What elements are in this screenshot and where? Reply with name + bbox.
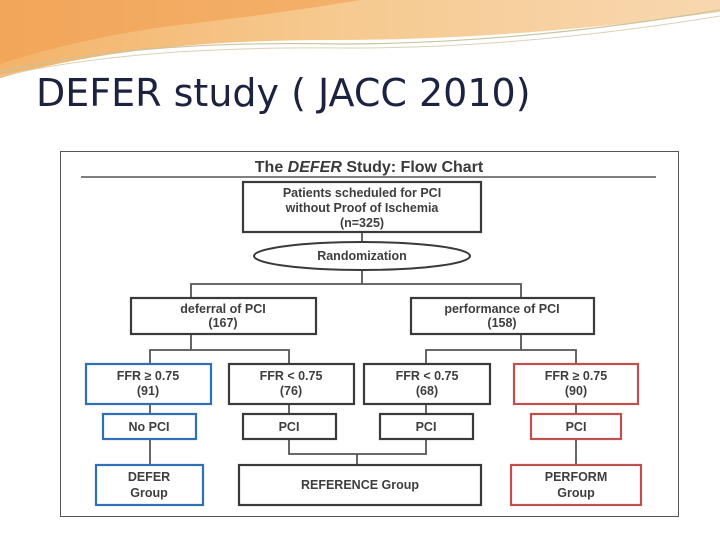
svg-text:without Proof of Ischemia: without Proof of Ischemia bbox=[285, 201, 440, 215]
svg-text:(167): (167) bbox=[208, 316, 237, 330]
svg-text:Randomization: Randomization bbox=[317, 249, 407, 263]
svg-text:FFR ≥ 0.75: FFR ≥ 0.75 bbox=[545, 369, 607, 383]
svg-text:Patients scheduled for PCI: Patients scheduled for PCI bbox=[283, 186, 441, 200]
ffr-box-performance-low: FFR < 0.75 (68) bbox=[362, 362, 492, 406]
svg-text:Group: Group bbox=[557, 486, 595, 500]
svg-text:(90): (90) bbox=[565, 384, 587, 398]
randomization-node: Randomization bbox=[253, 241, 471, 271]
treatment-pci-2: PCI bbox=[378, 412, 475, 441]
reference-group-box: REFERENCE Group bbox=[237, 463, 483, 507]
svg-text:PCI: PCI bbox=[279, 420, 300, 434]
svg-text:PCI: PCI bbox=[416, 420, 437, 434]
svg-text:Group: Group bbox=[130, 486, 168, 500]
treatment-pci-1: PCI bbox=[241, 412, 338, 441]
svg-text:(91): (91) bbox=[137, 384, 159, 398]
performance-box: performance of PCI (158) bbox=[409, 296, 596, 336]
svg-text:FFR < 0.75: FFR < 0.75 bbox=[396, 369, 459, 383]
svg-text:deferral of PCI: deferral of PCI bbox=[180, 302, 265, 316]
svg-text:(76): (76) bbox=[280, 384, 302, 398]
svg-text:FFR < 0.75: FFR < 0.75 bbox=[260, 369, 323, 383]
deferral-box: deferral of PCI (167) bbox=[129, 296, 318, 336]
svg-text:performance of PCI: performance of PCI bbox=[444, 302, 559, 316]
ffr-box-defer: FFR ≥ 0.75 (91) bbox=[84, 362, 213, 406]
ffr-box-deferral-low: FFR < 0.75 (76) bbox=[227, 362, 356, 406]
defer-group-box: DEFER Group bbox=[94, 463, 205, 507]
svg-text:(158): (158) bbox=[487, 316, 516, 330]
flow-connectors bbox=[149, 232, 577, 465]
svg-text:DEFER: DEFER bbox=[128, 470, 170, 484]
svg-text:(n=325): (n=325) bbox=[340, 216, 384, 230]
patients-box: Patients scheduled for PCI without Proof… bbox=[241, 180, 483, 234]
ffr-box-perform: FFR ≥ 0.75 (90) bbox=[512, 362, 640, 406]
treatment-pci-3: PCI bbox=[529, 412, 623, 441]
svg-text:PCI: PCI bbox=[566, 420, 587, 434]
slide-title: DEFER study ( JACC 2010) bbox=[36, 71, 531, 115]
svg-text:No PCI: No PCI bbox=[129, 420, 170, 434]
flowchart-title: The DEFER Study: Flow Chart bbox=[255, 159, 484, 176]
svg-text:(68): (68) bbox=[416, 384, 438, 398]
svg-text:REFERENCE Group: REFERENCE Group bbox=[301, 478, 419, 492]
flowchart-figure: The DEFER Study: Flow Chart Patients sch… bbox=[60, 151, 679, 517]
treatment-no-pci: No PCI bbox=[101, 412, 198, 441]
perform-group-box: PERFORM Group bbox=[509, 463, 643, 507]
slide-banner bbox=[0, 0, 720, 78]
flowchart: The DEFER Study: Flow Chart Patients sch… bbox=[81, 159, 656, 507]
svg-text:PERFORM: PERFORM bbox=[545, 470, 608, 484]
svg-text:FFR ≥ 0.75: FFR ≥ 0.75 bbox=[117, 369, 179, 383]
